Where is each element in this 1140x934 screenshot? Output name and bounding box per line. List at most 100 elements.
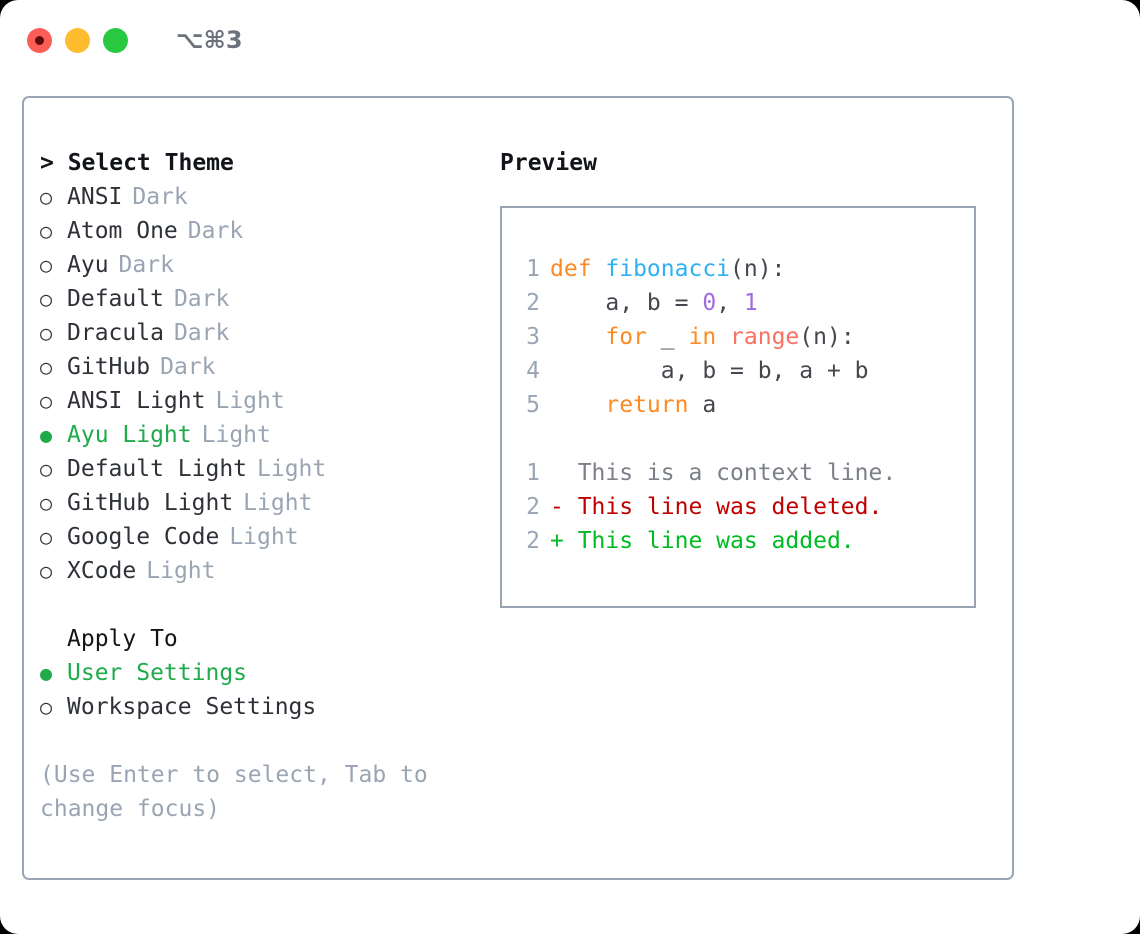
radio-selected-icon: ● — [40, 423, 53, 447]
code-text: return a — [540, 388, 716, 422]
radio-unselected-icon: ○ — [40, 457, 53, 481]
theme-option-ansi-light[interactable]: ○ ANSI Light Light — [40, 384, 470, 418]
select-theme-heading: > Select Theme — [40, 150, 234, 176]
theme-variant-tag: Dark — [118, 252, 174, 278]
line-number: 5 — [526, 392, 540, 418]
diff-line: 2- This line was deleted. — [518, 490, 974, 524]
radio-unselected-icon: ○ — [40, 321, 53, 345]
code-token — [550, 324, 605, 350]
code-token: 1 — [743, 290, 758, 316]
theme-option-github-light[interactable]: ○ GitHub Light Light — [40, 486, 470, 520]
radio-unselected-icon: ○ — [40, 525, 53, 549]
theme-option-dracula[interactable]: ○ Dracula Dark — [40, 316, 470, 350]
line-number: 1 — [526, 460, 540, 486]
code-text: a, b = 0, 1 — [540, 286, 758, 320]
code-token: (n): — [730, 256, 786, 282]
radio-unselected-icon: ○ — [40, 389, 53, 413]
theme-option-ayu-light[interactable]: ● Ayu Light Light — [40, 418, 470, 452]
theme-variant-tag: Dark — [173, 286, 230, 312]
code-token: a, b = b, a + b — [550, 358, 869, 384]
radio-unselected-icon: ○ — [40, 355, 53, 379]
theme-variant-tag: Light — [146, 558, 216, 584]
maximize-button[interactable] — [103, 27, 128, 53]
theme-option-label: ANSI — [67, 184, 123, 210]
apply-to-option-label: Workspace Settings — [67, 694, 317, 720]
code-diff-spacer — [518, 422, 974, 456]
theme-option-ayu[interactable]: ○ Ayu Dark — [40, 248, 470, 282]
code-token: (n): — [799, 324, 855, 350]
apply-to-option-user-settings[interactable]: ● User Settings — [40, 656, 470, 690]
theme-option-label: Dracula — [67, 320, 164, 346]
theme-variant-tag: Dark — [160, 354, 216, 380]
theme-option-label: Google Code — [67, 524, 220, 550]
code-line: 4 a, b = b, a + b — [518, 354, 974, 388]
radio-unselected-icon: ○ — [40, 559, 53, 583]
keyboard-hint: (Use Enter to select, Tab to change focu… — [40, 762, 428, 822]
minimize-button[interactable] — [65, 27, 90, 53]
theme-option-xcode[interactable]: ○ XCode Light — [40, 554, 470, 588]
line-number: 2 — [526, 494, 540, 520]
code-token: for — [605, 324, 647, 350]
code-line: 5 return a — [518, 388, 974, 422]
line-number: 4 — [526, 358, 540, 384]
code-line: 3 for _ in range(n): — [518, 320, 974, 354]
radio-unselected-icon: ○ — [40, 695, 53, 719]
radio-unselected-icon: ○ — [40, 287, 53, 311]
code-token: a, b = — [550, 290, 703, 316]
theme-option-google-code[interactable]: ○ Google Code Light — [40, 520, 470, 554]
line-number: 2 — [526, 290, 540, 316]
traffic-lights — [27, 27, 128, 53]
theme-variant-tag: Light — [215, 388, 285, 414]
line-number: 1 — [526, 256, 540, 282]
apply-to-option-workspace-settings[interactable]: ○ Workspace Settings — [40, 690, 470, 724]
theme-variant-tag: Dark — [187, 218, 244, 244]
theme-variant-tag: Dark — [132, 184, 188, 210]
line-number: 2 — [526, 528, 540, 554]
theme-option-label: GitHub Light — [67, 490, 234, 516]
code-text: a, b = b, a + b — [540, 354, 869, 388]
code-text: def fibonacci(n): — [540, 252, 785, 286]
diff-sample: 1 This is a context line.2- This line wa… — [518, 456, 974, 558]
theme-variant-tag: Dark — [173, 320, 230, 346]
theme-option-label: Ayu — [67, 252, 109, 278]
close-icon — [35, 35, 44, 45]
diff-text: This is a context line. — [550, 460, 897, 486]
apply-to-heading: Apply To — [67, 626, 178, 652]
code-token — [550, 392, 605, 418]
theme-variant-tag: Light — [201, 422, 271, 448]
code-token: 0 — [702, 290, 717, 316]
code-token: def — [550, 256, 606, 282]
theme-option-label: XCode — [67, 558, 137, 584]
code-token: in — [688, 324, 717, 350]
theme-option-label: Ayu Light — [67, 422, 192, 448]
theme-variant-tag: Light — [243, 490, 313, 516]
window-shortcut-label: ⌥⌘3 — [176, 26, 243, 54]
theme-variant-tag: Light — [257, 456, 327, 482]
line-number: 3 — [526, 324, 540, 350]
theme-variant-tag: Light — [229, 524, 299, 550]
theme-option-label: ANSI Light — [67, 388, 206, 414]
radio-unselected-icon: ○ — [40, 253, 53, 277]
code-token: _ — [646, 324, 689, 350]
close-button[interactable] — [27, 27, 52, 53]
radio-unselected-icon: ○ — [40, 491, 53, 515]
diff-line: 1 This is a context line. — [518, 456, 974, 490]
code-token: range — [730, 324, 800, 350]
apply-to-option-label: User Settings — [67, 660, 248, 686]
code-token: fibonacci — [605, 256, 731, 282]
code-token: a — [688, 392, 717, 418]
radio-selected-icon: ● — [40, 661, 53, 685]
title-bar: ⌥⌘3 — [0, 0, 1140, 80]
code-line: 2 a, b = 0, 1 — [518, 286, 974, 320]
